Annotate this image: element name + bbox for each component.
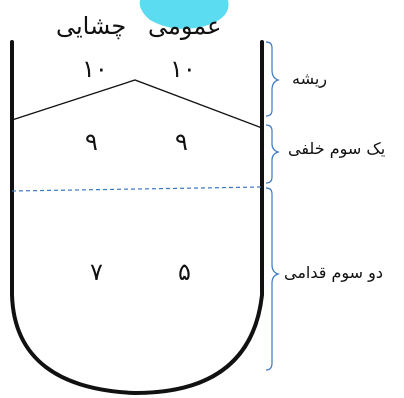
value-posterior-general: ۹ [175,128,188,156]
value-root-gustatory: ۱۰ [82,55,108,83]
label-anterior-two-thirds: دو سوم قدامی [284,263,383,282]
value-anterior-gustatory: ۷ [90,258,103,286]
header-gustatory: چشایی [56,12,127,40]
tongue-outline [10,40,264,396]
brace-posterior-third [265,124,280,184]
sulcus-terminalis-line [11,79,263,129]
value-root-general: ۱۰ [170,55,196,83]
value-anterior-general: ۵ [178,258,191,286]
label-posterior-third: یک سوم خلفی [288,139,386,158]
value-posterior-gustatory: ۹ [85,128,98,156]
watermark-shape [139,0,229,29]
label-root: ریشه [292,69,328,88]
brace-anterior-two-thirds [265,187,280,371]
dashed-divider-line [11,186,263,192]
header-general: عمومی [148,12,222,40]
brace-root [265,41,280,117]
